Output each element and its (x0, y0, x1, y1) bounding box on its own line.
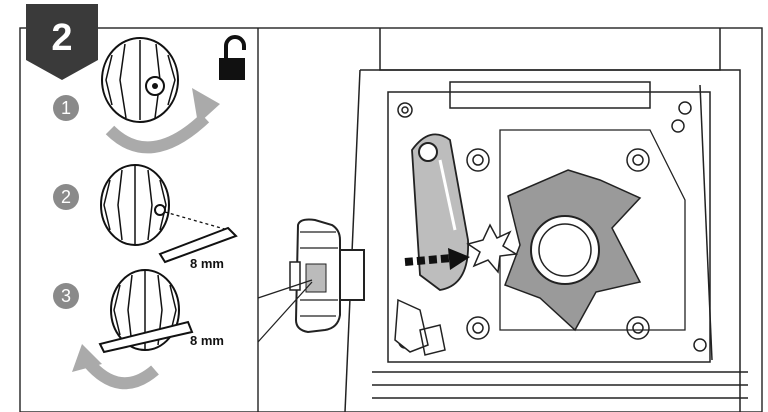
knob-rotate-back-icon (72, 269, 194, 390)
tool-size-label: 8 mm (190, 256, 224, 271)
step-circle (53, 184, 79, 210)
step-badge-number: 2 (51, 17, 72, 59)
tool-size-label: 8 mm (190, 333, 224, 348)
lower-bracket (394, 298, 446, 356)
step-2: 2 8 mm (53, 164, 238, 271)
step-circle (53, 95, 79, 121)
lever-arm (411, 133, 469, 291)
step-number: 3 (61, 286, 71, 306)
step-number: 1 (61, 98, 71, 118)
chamber (499, 129, 686, 331)
machine-housing (344, 28, 748, 412)
frame (19, 27, 763, 412)
unlock-icon (219, 35, 246, 80)
knob-side-view (289, 218, 365, 334)
callout-lines (257, 279, 313, 343)
knob-rotate-icon (101, 37, 220, 154)
step-1: 1 (53, 37, 220, 154)
step-circle (53, 283, 79, 309)
step-3: 3 8 mm (53, 269, 224, 390)
direction-arrow-icon (404, 248, 470, 270)
hex-key-insert-icon (100, 164, 238, 264)
star-wheel (504, 169, 642, 332)
contact-burst-icon (466, 223, 519, 274)
step-number: 2 (61, 187, 71, 207)
step-badge: 2 (26, 4, 98, 80)
